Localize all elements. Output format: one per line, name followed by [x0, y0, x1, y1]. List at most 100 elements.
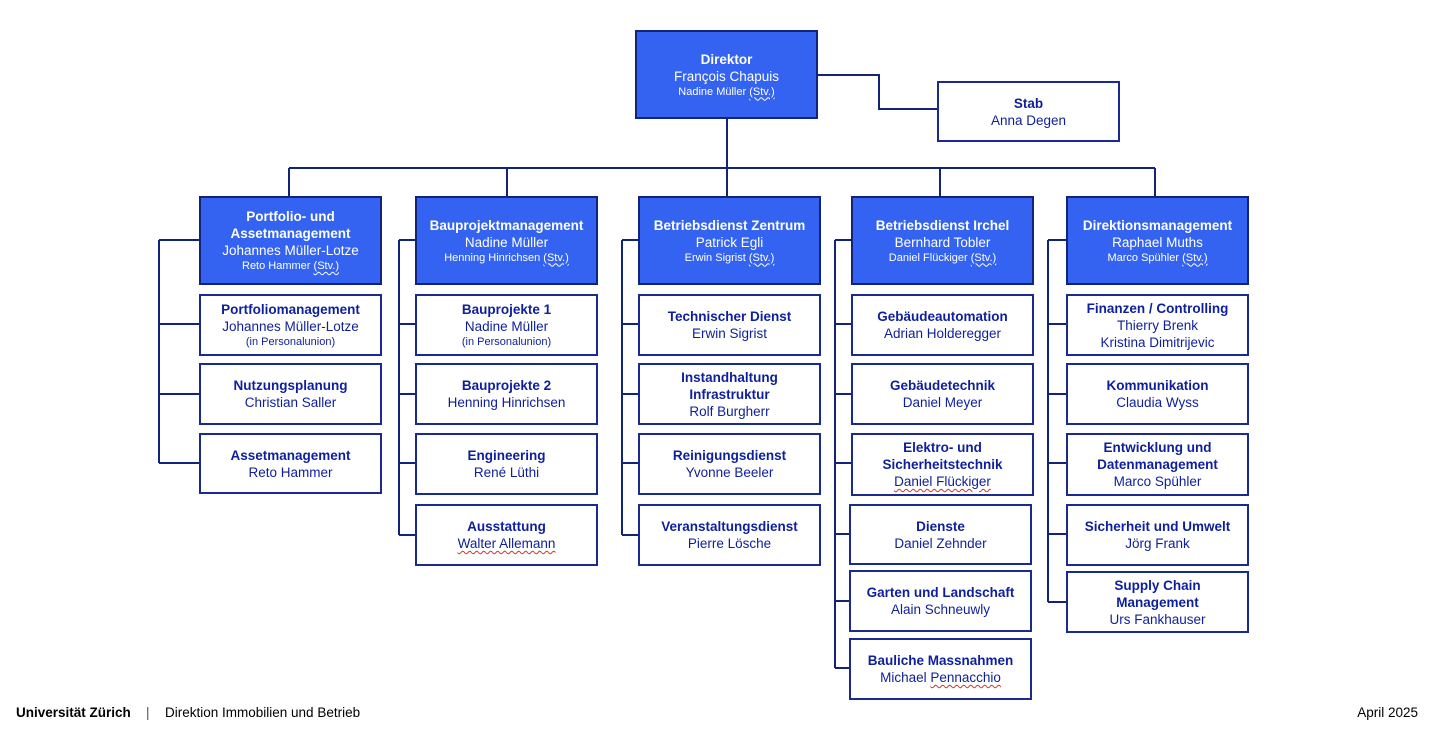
director-title: Direktor [700, 51, 753, 67]
department-head-name: Bernhard Tobler [894, 234, 991, 250]
unit-title: Entwicklung und Datenmanagement [1097, 440, 1218, 472]
department-box-direktionsmanagement: Direktionsmanagement Raphael Muths Marco… [1066, 196, 1249, 285]
unit-box-assetmanagement: Assetmanagement Reto Hammer [199, 433, 382, 494]
unit-name: Christian Saller [244, 395, 337, 410]
unit-name: Thierry Brenk [1116, 317, 1199, 333]
unit-name: Michael Pennacchio [880, 670, 1001, 685]
unit-box-technischer-dienst: Technischer Dienst Erwin Sigrist [638, 294, 821, 356]
unit-title: Supply Chain Management [1114, 577, 1201, 610]
unit-name: René Lüthi [473, 465, 540, 480]
footer-date: April 2025 [1357, 705, 1418, 720]
department-deputy: Henning Hinrichsen (Stv.) [444, 251, 569, 264]
unit-box-sicherheit-umwelt: Sicherheit und Umwelt Jörg Frank [1066, 504, 1249, 566]
unit-title: Bauliche Massnahmen [867, 653, 1014, 668]
unit-box-veranstaltungsdienst: Veranstaltungsdienst Pierre Lösche [638, 504, 821, 566]
unit-name: Alain Schneuwly [890, 602, 991, 617]
department-head-name: Patrick Egli [695, 234, 764, 250]
unit-name: Reto Hammer [248, 464, 333, 480]
unit-title: Instandhaltung Infrastruktur [681, 369, 778, 402]
department-head-name: Nadine Müller [464, 234, 549, 250]
department-box-zentrum: Betriebsdienst Zentrum Patrick Egli Erwi… [638, 196, 821, 285]
unit-box-entwicklung-datenmanagement: Entwicklung und Datenmanagement Marco Sp… [1066, 433, 1249, 496]
department-box-portfolio: Portfolio- und Assetmanagement Johannes … [199, 196, 382, 285]
unit-name: Erwin Sigrist [691, 326, 767, 341]
unit-box-bauprojekte-2: Bauprojekte 2 Henning Hinrichsen [415, 363, 598, 425]
unit-name: Yvonne Beeler [685, 465, 774, 480]
unit-box-finanzen-controlling: Finanzen / Controlling Thierry Brenk Kri… [1066, 294, 1249, 356]
unit-name: Nadine Müller [464, 319, 549, 334]
department-deputy: Erwin Sigrist (Stv.) [684, 251, 775, 264]
unit-name: Daniel Flückiger [894, 474, 991, 489]
unit-note: (in Personalunion) [461, 336, 552, 348]
unit-box-nutzungsplanung: Nutzungsplanung Christian Saller [199, 363, 382, 425]
department-title: Betriebsdienst Zentrum [653, 217, 806, 233]
unit-box-reinigungsdienst: Reinigungsdienst Yvonne Beeler [638, 433, 821, 495]
unit-name: Daniel Meyer [902, 395, 983, 410]
department-deputy: Marco Spühler (Stv.) [1107, 251, 1208, 264]
department-title: Bauprojektmanagement [429, 217, 584, 233]
department-title: Direktionsmanagement [1082, 217, 1233, 233]
unit-box-kommunikation: Kommunikation Claudia Wyss [1066, 363, 1249, 425]
unit-title: Veranstaltungsdienst [661, 519, 798, 534]
unit-title: Reinigungsdienst [672, 448, 787, 463]
department-deputy: Reto Hammer (Stv.) [242, 260, 339, 272]
unit-name: Henning Hinrichsen [447, 395, 566, 410]
unit-name: Johannes Müller-Lotze [222, 319, 359, 334]
unit-name: Walter Allemann [457, 536, 556, 551]
unit-name: Adrian Holderegger [883, 326, 1002, 341]
department-head-name: Raphael Muths [1112, 234, 1203, 250]
unit-box-instandhaltung: Instandhaltung Infrastruktur Rolf Burghe… [638, 363, 821, 425]
director-deputy: Nadine Müller (Stv.) [678, 85, 775, 98]
unit-box-gebaeudetechnik: Gebäudetechnik Daniel Meyer [851, 363, 1034, 425]
unit-box-garten-landschaft: Garten und Landschaft Alain Schneuwly [849, 570, 1032, 632]
unit-title: Technischer Dienst [667, 309, 792, 324]
unit-title: Gebäudeautomation [877, 309, 1008, 324]
unit-name: Claudia Wyss [1116, 395, 1199, 410]
unit-name: Marco Spühler [1113, 474, 1202, 489]
unit-name: Jörg Frank [1125, 536, 1190, 551]
unit-box-dienste: Dienste Daniel Zehnder [849, 504, 1032, 565]
department-head-name: Johannes Müller-Lotze [222, 243, 359, 258]
stab-title: Stab [1013, 95, 1044, 111]
unit-title: Ausstattung [467, 519, 546, 534]
unit-name: Rolf Burgherr [689, 403, 770, 419]
unit-title: Portfoliomanagement [221, 302, 360, 317]
unit-title: Kommunikation [1106, 378, 1209, 393]
unit-title: Gebäudetechnik [889, 378, 996, 393]
department-box-bauprojekt: Bauprojektmanagement Nadine Müller Henni… [415, 196, 598, 285]
unit-box-supply-chain: Supply Chain Management Urs Fankhauser [1066, 571, 1249, 633]
department-box-irchel: Betriebsdienst Irchel Bernhard Tobler Da… [851, 196, 1034, 285]
unit-name: Daniel Zehnder [894, 535, 987, 551]
department-deputy: Daniel Flückiger (Stv.) [888, 251, 997, 264]
footer-separator: | [146, 705, 150, 720]
stab-box: Stab Anna Degen [937, 81, 1120, 142]
unit-box-gebaeudeautomation: Gebäudeautomation Adrian Holderegger [851, 294, 1034, 356]
unit-name: Urs Fankhauser [1109, 611, 1206, 627]
unit-box-ausstattung: Ausstattung Walter Allemann [415, 504, 598, 566]
director-box: Direktor François Chapuis Nadine Müller … [635, 30, 818, 119]
unit-name: Pierre Lösche [687, 536, 772, 551]
stab-name: Anna Degen [990, 112, 1067, 128]
unit-title: Bauprojekte 2 [461, 378, 552, 393]
unit-title: Dienste [916, 518, 965, 534]
unit-box-bauprojekte-1: Bauprojekte 1 Nadine Müller (in Personal… [415, 294, 598, 356]
unit-box-engineering: Engineering René Lüthi [415, 433, 598, 495]
unit-title: Nutzungsplanung [233, 378, 348, 393]
director-name: François Chapuis [673, 68, 780, 84]
unit-title: Finanzen / Controlling [1086, 300, 1229, 316]
footer-unit: Direktion Immobilien und Betrieb [165, 705, 361, 720]
unit-title: Sicherheit und Umwelt [1084, 519, 1231, 534]
unit-box-elektro-sicherheitstechnik: Elektro- und Sicherheitstechnik Daniel F… [851, 433, 1034, 496]
unit-note: (in Personalunion) [245, 336, 336, 348]
unit-box-bauliche-massnahmen: Bauliche Massnahmen Michael Pennacchio [849, 638, 1032, 700]
department-title: Portfolio- und Assetmanagement [230, 209, 351, 241]
department-title: Betriebsdienst Irchel [875, 217, 1010, 233]
unit-title: Engineering [467, 448, 546, 463]
unit-title: Garten und Landschaft [866, 585, 1015, 600]
unit-title: Elektro- und Sicherheitstechnik [882, 440, 1003, 472]
unit-title: Assetmanagement [230, 447, 351, 463]
unit-title: Bauprojekte 1 [461, 302, 552, 317]
footer-university: Universität Zürich [16, 705, 131, 720]
unit-name: Kristina Dimitrijevic [1100, 334, 1215, 350]
